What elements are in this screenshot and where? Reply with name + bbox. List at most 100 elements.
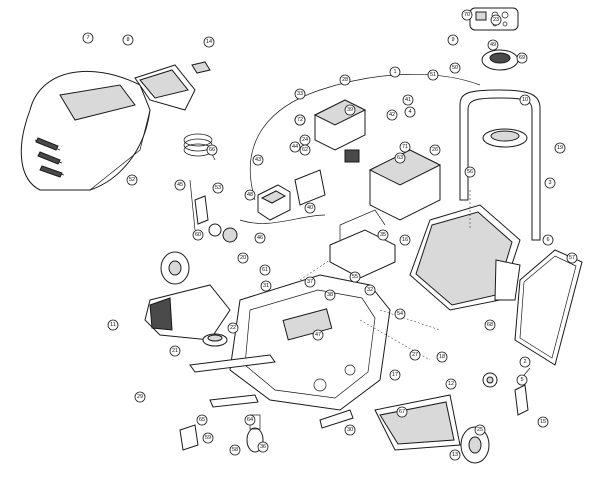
callout-54: 54: [394, 308, 406, 320]
callout-48: 48: [244, 189, 256, 201]
wheel-front-left: [160, 251, 190, 285]
callout-label: 71: [402, 144, 408, 150]
callout-18: 18: [436, 351, 448, 363]
callout-label: 49: [490, 42, 496, 48]
grass-collection-box: [409, 204, 521, 311]
callout-19: 19: [554, 142, 566, 154]
callout-21: 21: [169, 345, 181, 357]
callout-label: 15: [540, 419, 546, 425]
callout-label: 36: [260, 444, 266, 450]
callout-label: 3: [548, 180, 551, 186]
callout-label: 61: [262, 267, 268, 273]
mower-deck: [229, 274, 391, 411]
callout-label: 23: [493, 17, 499, 23]
callout-label: 26: [432, 147, 438, 153]
callout-label: 37: [307, 279, 313, 285]
callout-label: 55: [352, 274, 358, 280]
callout-label: 68: [487, 322, 493, 328]
callout-55: 55: [349, 271, 361, 283]
callout-57: 57: [566, 252, 578, 264]
callout-9: 9: [447, 34, 459, 46]
callout-label: 20: [240, 255, 246, 261]
callout-label: 48: [247, 192, 253, 198]
callout-32: 32: [364, 284, 376, 296]
callout-35: 35: [377, 229, 389, 241]
callout-label: 5: [520, 377, 523, 383]
callout-label: 9: [451, 37, 454, 43]
callout-59: 59: [202, 432, 214, 444]
top-cover: [20, 70, 151, 191]
callout-label: 12: [448, 381, 454, 387]
callout-15: 15: [537, 416, 549, 428]
callout-8: 8: [122, 34, 134, 46]
cutting-blade: [189, 354, 276, 373]
callout-label: 35: [380, 232, 386, 238]
callout-61: 61: [259, 264, 271, 276]
callout-label: 4: [408, 109, 411, 115]
callout-label: 42: [389, 112, 395, 118]
callout-label: 1: [393, 69, 396, 75]
callout-label: 43: [255, 157, 261, 163]
callout-43: 43: [252, 154, 264, 166]
callout-label: 14: [206, 39, 212, 45]
callout-label: 29: [137, 394, 143, 400]
callout-47: 47: [312, 329, 324, 341]
callout-70: 70: [461, 9, 473, 21]
callout-label: 45: [177, 182, 183, 188]
callout-13: 13: [449, 449, 461, 461]
callout-67: 67: [396, 406, 408, 418]
callout-60: 60: [192, 229, 204, 241]
wire-harness-lower: [239, 214, 326, 224]
callout-label: 41: [405, 97, 411, 103]
callout-50: 50: [449, 62, 461, 74]
callout-33: 33: [294, 88, 306, 100]
callout-label: 51: [430, 72, 436, 78]
callout-64: 64: [244, 414, 256, 426]
callout-11: 11: [107, 319, 119, 331]
callout-label: 72: [297, 117, 303, 123]
callout-39: 39: [344, 104, 356, 116]
callout-label: 50: [452, 65, 458, 71]
callout-label: 8: [126, 37, 129, 43]
callout-69: 69: [516, 52, 528, 64]
callout-label: 7: [86, 35, 89, 41]
callout-label: 38: [327, 292, 333, 298]
callout-label: 56: [467, 169, 473, 175]
callout-71: 71: [399, 141, 411, 153]
callout-72: 72: [294, 114, 306, 126]
axle-bracket-left: [189, 179, 209, 231]
blade-adapter: [202, 333, 228, 347]
callout-23: 23: [490, 14, 502, 26]
callout-label: 53: [215, 185, 221, 191]
callout-label: 67: [399, 409, 405, 415]
callout-label: 11: [110, 322, 116, 328]
callout-label: 21: [172, 348, 178, 354]
callout-2: 2: [519, 356, 531, 368]
callout-label: 63: [397, 155, 403, 161]
callout-label: 17: [392, 372, 398, 378]
hub-gear-right: [482, 372, 498, 388]
bag-frame: [514, 249, 583, 366]
wire-harness: [249, 73, 481, 201]
callout-label: 60: [195, 232, 201, 238]
callout-26: 26: [429, 144, 441, 156]
callout-42: 42: [386, 109, 398, 121]
assembly-axis: [299, 190, 471, 361]
callout-label: 70: [464, 12, 470, 18]
hub-gear-left: [208, 223, 238, 243]
callout-label: 66: [209, 147, 215, 153]
callout-label: 33: [297, 91, 303, 97]
callout-51: 51: [427, 69, 439, 81]
callout-label: 22: [230, 325, 236, 331]
callout-label: 65: [199, 417, 205, 423]
callout-label: 69: [519, 55, 525, 61]
callout-label: 19: [557, 145, 563, 151]
rear-flap: [374, 394, 461, 451]
callout-68: 68: [484, 319, 496, 331]
callout-22: 22: [227, 322, 239, 334]
callout-label: 24: [302, 137, 308, 143]
callout-label: 32: [367, 287, 373, 293]
